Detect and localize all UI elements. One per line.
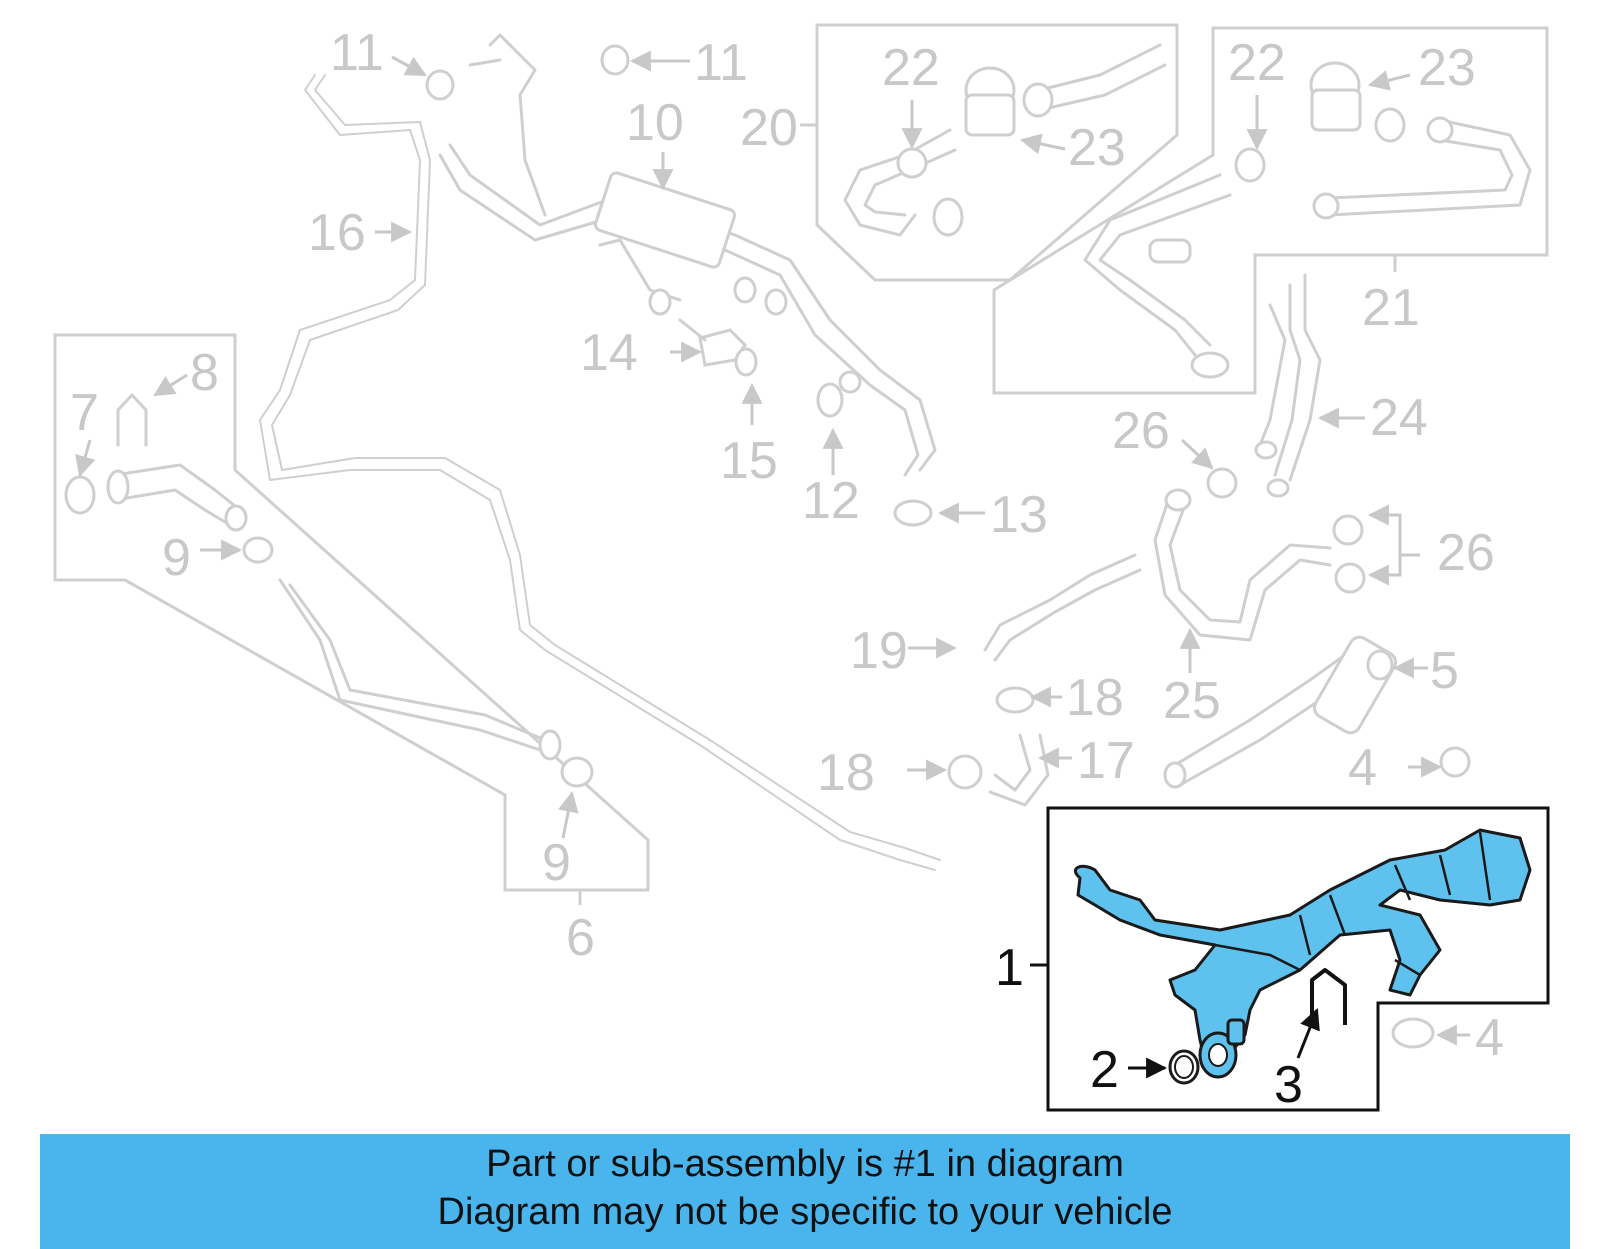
part-4-clamp-upper	[1439, 746, 1471, 778]
callout-22-left: 22	[882, 39, 940, 97]
callout-25: 25	[1163, 672, 1221, 730]
part-5-housing	[1163, 635, 1397, 789]
callout-19: 19	[850, 622, 908, 680]
group-1-box	[1030, 806, 1550, 1112]
callout-24: 24	[1370, 389, 1428, 447]
part-18-clamp-lower	[947, 754, 983, 790]
callout-20: 20	[740, 99, 798, 157]
callout-labels: 1 2 3 4 4 5 6 7 8 9 9 10 11 11 12 13 14 …	[70, 24, 1504, 1114]
callout-6: 6	[566, 909, 595, 967]
part-11-clamp-left	[425, 69, 455, 101]
part-3-clip[interactable]	[1310, 968, 1347, 1025]
callout-9-upper: 9	[162, 529, 191, 587]
part-13-clamp	[893, 499, 933, 527]
callout-5: 5	[1430, 642, 1459, 700]
part-17-hose	[988, 733, 1050, 807]
part-10-pipe-assembly	[438, 33, 937, 477]
callout-23-right: 23	[1418, 39, 1476, 97]
part-12-clamp	[816, 382, 844, 418]
callout-15: 15	[720, 432, 778, 490]
callout-10: 10	[626, 94, 684, 152]
callout-4-lower: 4	[1475, 1009, 1504, 1067]
callout-11-left: 11	[330, 24, 384, 82]
part-7-oring	[64, 475, 96, 515]
banner-line-disclaimer: Diagram may not be specific to your vehi…	[437, 1191, 1173, 1233]
part-15-oring	[734, 347, 758, 377]
callout-26-upper: 26	[1112, 402, 1170, 460]
part-26-clamps-lower	[1332, 514, 1366, 594]
parts-diagram: 1 2 3 4 4 5 6 7 8 9 9 10 11 11 12 13 14 …	[53, 23, 1550, 1114]
callout-9-lower: 9	[542, 834, 571, 892]
group-6-box	[53, 333, 650, 905]
callout-13: 13	[990, 486, 1048, 544]
callout-21: 21	[1362, 279, 1420, 337]
part-16-tube	[259, 74, 941, 871]
callout-7: 7	[70, 384, 99, 442]
callout-11-right: 11	[694, 34, 748, 92]
part-6-hose-upper	[106, 463, 248, 532]
callout-8: 8	[190, 344, 219, 402]
callout-22-right: 22	[1228, 34, 1286, 92]
callout-17: 17	[1077, 732, 1135, 790]
part-8-clip	[116, 393, 148, 447]
leader-arrows	[75, 50, 1470, 1079]
part-2-oring[interactable]	[1168, 1049, 1200, 1085]
part-25-hose	[1153, 488, 1332, 642]
part-1-hose-assembly[interactable]	[1073, 828, 1532, 1079]
callout-23-left: 23	[1068, 119, 1126, 177]
callout-14: 14	[580, 324, 638, 382]
banner-line-part-number: Part or sub-assembly is #1 in diagram	[486, 1143, 1124, 1185]
part-24-fitting	[1254, 273, 1322, 498]
part-11-clamp-right	[600, 44, 630, 76]
callout-26-lower: 26	[1437, 524, 1495, 582]
callout-2: 2	[1090, 1041, 1119, 1099]
callout-18-lower: 18	[817, 744, 875, 802]
info-banner: Part or sub-assembly is #1 in diagram Di…	[40, 1134, 1570, 1249]
callout-1: 1	[995, 939, 1024, 997]
part-4-clamp-lower	[1391, 1017, 1435, 1049]
group-21-box	[992, 26, 1549, 395]
part-18-clamp-upper	[995, 686, 1035, 714]
callout-18-upper: 18	[1066, 669, 1124, 727]
callout-4-upper: 4	[1348, 739, 1377, 797]
callout-12: 12	[802, 472, 860, 530]
part-19-bracket	[983, 553, 1142, 662]
callout-16: 16	[308, 204, 366, 262]
group-20-box	[800, 23, 1179, 282]
callout-3: 3	[1274, 1056, 1303, 1114]
part-9-clamp-lower	[560, 756, 594, 788]
part-6-hose-lower	[278, 578, 562, 761]
part-9-clamp-upper	[242, 536, 274, 564]
part-26-clamp-upper	[1206, 467, 1238, 499]
